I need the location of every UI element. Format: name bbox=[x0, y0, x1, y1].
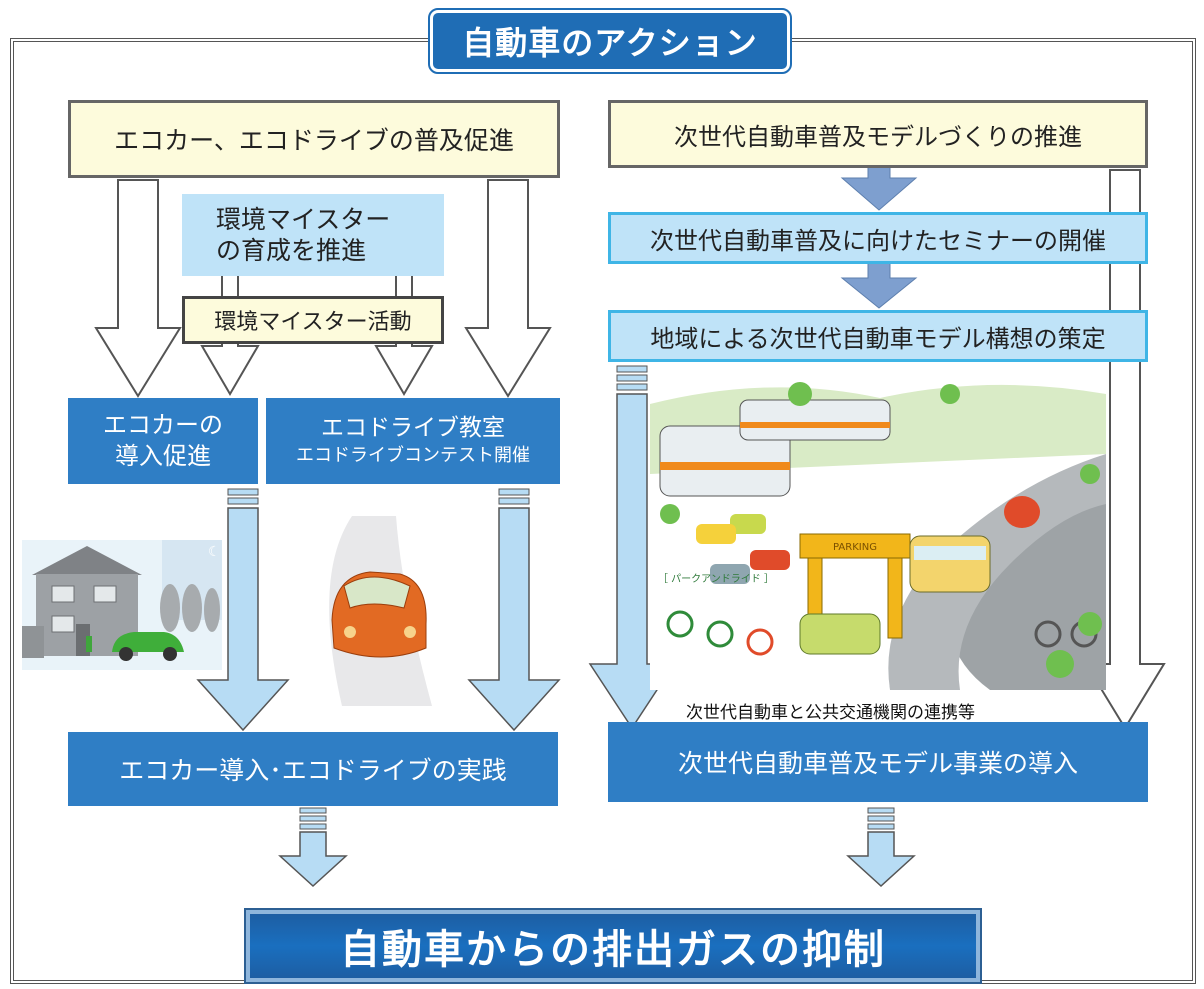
ecocar-introduction-line1: エコカーの bbox=[103, 410, 223, 439]
regional-plan-box: 地域による次世代自動車モデル構想の策定 bbox=[608, 310, 1148, 362]
park-and-ride-scene-icon: PARKING ［ パークアンドライド ］ bbox=[650, 382, 1106, 690]
meister-training-line1: 環境マイスター bbox=[216, 204, 391, 234]
ecocar-ecodrive-promotion-text: エコカー、エコドライブの普及促進 bbox=[114, 126, 514, 155]
ecodrive-class-box: エコドライブ教室 エコドライブコンテスト開催 bbox=[266, 398, 560, 484]
meister-training-box: 環境マイスター の育成を推進 bbox=[182, 194, 444, 276]
page-title: 自動車のアクション bbox=[428, 8, 792, 74]
parking-sign: PARKING bbox=[833, 542, 877, 553]
arrow-white-left-1 bbox=[94, 179, 182, 398]
emission-reduction-box: 自動車からの排出ガスの抑制 bbox=[244, 908, 982, 984]
meister-activity-box: 環境マイスター活動 bbox=[182, 296, 444, 344]
ecodrive-class-line1: エコドライブ教室 bbox=[321, 415, 505, 442]
meister-activity-text: 環境マイスター活動 bbox=[214, 310, 412, 335]
house-ev-icon: ☾ bbox=[22, 540, 222, 661]
next-gen-model-promotion-text: 次世代自動車普及モデルづくりの推進 bbox=[674, 122, 1082, 151]
next-gen-model-project-text: 次世代自動車普及モデル事業の導入 bbox=[677, 749, 1078, 778]
ecodrive-class-line2: エコドライブコンテスト開催 bbox=[296, 445, 530, 467]
house-ev-illustration: ☾ bbox=[22, 540, 222, 670]
arrow-steel-2 bbox=[840, 261, 918, 309]
arrow-lightblue-plan bbox=[588, 365, 676, 730]
ecocar-ecodrive-practice-text: エコカー導入･エコドライブの実践 bbox=[119, 756, 507, 785]
arrow-lightblue-final-left bbox=[278, 807, 348, 888]
next-gen-model-promotion-box: 次世代自動車普及モデルづくりの推進 bbox=[608, 100, 1148, 168]
regional-plan-text: 地域による次世代自動車モデル構想の策定 bbox=[650, 324, 1106, 353]
emission-reduction-text: 自動車からの排出ガスの抑制 bbox=[340, 927, 886, 973]
arrow-lightblue-final-right bbox=[846, 807, 916, 888]
illustration-caption: 次世代自動車と公共交通機関の連携等 bbox=[686, 703, 975, 723]
arrow-lightblue-ecocar bbox=[196, 488, 290, 732]
ecocar-introduction-line2: 導入促進 bbox=[115, 442, 211, 470]
seminar-box: 次世代自動車普及に向けたセミナーの開催 bbox=[608, 212, 1148, 264]
park-and-ride-label: ［ パークアンドライド ］ bbox=[658, 573, 774, 585]
arrow-steel-1 bbox=[840, 161, 918, 211]
arrow-lightblue-ecodrive bbox=[467, 488, 561, 732]
park-and-ride-illustration: PARKING ［ パークアンドライド ］ bbox=[650, 364, 1106, 690]
meister-training-line2: の育成を推進 bbox=[216, 236, 367, 265]
svg-text:☾: ☾ bbox=[208, 544, 221, 560]
next-gen-model-project-box: 次世代自動車普及モデル事業の導入 bbox=[608, 722, 1148, 802]
ecocar-introduction-box: エコカーの 導入促進 bbox=[68, 398, 258, 484]
seminar-text: 次世代自動車普及に向けたセミナーの開催 bbox=[650, 226, 1106, 255]
ecodrive-car-illustration bbox=[292, 516, 454, 706]
ecocar-ecodrive-promotion-box: エコカー、エコドライブの普及促進 bbox=[68, 100, 560, 178]
arrow-white-left-2 bbox=[464, 179, 552, 398]
ecocar-ecodrive-practice-box: エコカー導入･エコドライブの実践 bbox=[68, 732, 558, 806]
orange-car-icon bbox=[292, 516, 454, 706]
